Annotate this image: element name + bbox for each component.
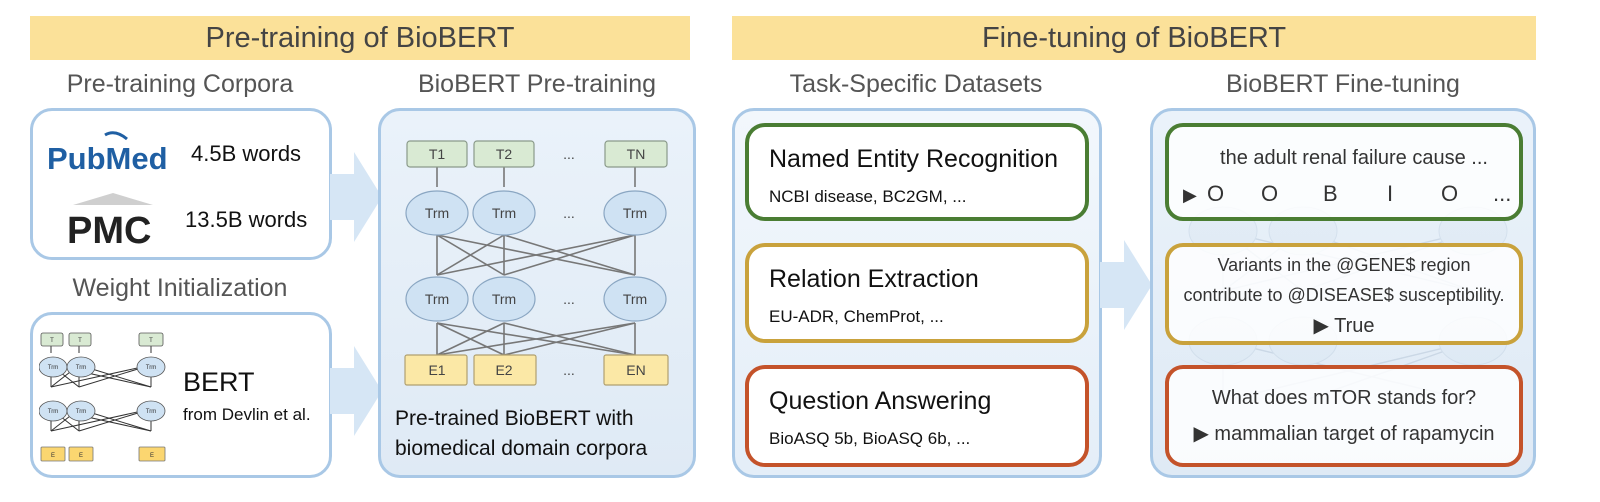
pretrained-caption-line2: biomedical domain corpora: [395, 437, 648, 460]
biobert-network: T1 T2 ... TN Trm Trm ... Trm Trm Trm ...…: [404, 140, 669, 386]
svg-text:Trm: Trm: [146, 409, 156, 415]
bert-source: from Devlin et al.: [183, 405, 311, 424]
svg-text:Trm: Trm: [76, 365, 86, 371]
weights-to-pretraining-arrow: [330, 346, 382, 436]
pretraining-heading: BioBERT Pre-training: [417, 70, 657, 98]
corpora-panel: PubMed 4.5B words PMC 13.5B words: [30, 108, 332, 260]
datasets-panel: Named Entity Recognition NCBI disease, B…: [732, 108, 1102, 478]
play-icon: ▶: [1183, 185, 1197, 205]
task-datasets: BioASQ 5b, BioASQ 6b, ...: [769, 429, 971, 448]
pubmed-words: 4.5B words: [191, 141, 302, 166]
svg-text:T: T: [78, 338, 82, 344]
corpora-heading: Pre-training Corpora: [66, 70, 294, 98]
re-line2: contribute to @DISEASE$ susceptibility.: [1183, 285, 1505, 305]
svg-text:Trm: Trm: [76, 409, 86, 415]
token-t1: T1: [429, 146, 446, 162]
ner-tag: B: [1323, 181, 1338, 206]
trm-node: Trm: [425, 291, 449, 307]
pretraining-banner: Pre-training of BioBERT: [30, 16, 690, 60]
svg-text:E: E: [150, 453, 154, 459]
trm-ellipsis: ...: [563, 205, 575, 221]
qa-answer-row: ▶ mammalian target of rapamycin: [1169, 421, 1519, 446]
datasets-heading: Task-Specific Datasets: [789, 70, 1043, 98]
pubmed-logo: PubMed: [47, 129, 187, 179]
trm-node: Trm: [623, 205, 647, 221]
qa-example: What does mTOR stands for? ▶ mammalian t…: [1165, 365, 1523, 467]
trm-ellipsis: ...: [563, 291, 575, 307]
token-bottom-ellipsis: ...: [563, 362, 575, 378]
task-re: Relation Extraction EU-ADR, ChemProt, ..…: [745, 243, 1089, 343]
task-datasets: EU-ADR, ChemProt, ...: [769, 307, 944, 326]
finetuning-heading: BioBERT Fine-tuning: [1226, 70, 1460, 98]
ner-sentence: the adult renal failure cause ...: [1220, 147, 1488, 169]
ner-example: the adult renal failure cause ... ▶ O O …: [1165, 123, 1523, 221]
re-answer-row: ▶ True: [1169, 313, 1519, 338]
pmc-logo: PMC: [63, 191, 163, 252]
svg-text:Trm: Trm: [48, 409, 58, 415]
bert-title: BERT: [183, 367, 255, 397]
task-datasets: NCBI disease, BC2GM, ...: [769, 187, 967, 206]
svg-text:E: E: [79, 453, 83, 459]
re-line1: Variants in the @GENE$ region: [1217, 255, 1471, 275]
svg-text:PubMed: PubMed: [47, 141, 168, 176]
token-e1: E1: [428, 362, 445, 378]
trm-node: Trm: [492, 205, 516, 221]
token-t2: T2: [496, 146, 513, 162]
finetuning-banner: Fine-tuning of BioBERT: [732, 16, 1536, 60]
trm-node: Trm: [623, 291, 647, 307]
ner-tag: I: [1387, 181, 1394, 206]
datasets-to-finetuning-arrow: [1100, 240, 1152, 330]
weight-init-heading: Weight Initialization: [72, 274, 288, 302]
ner-tag: O: [1441, 181, 1459, 206]
svg-text:Trm: Trm: [146, 365, 156, 371]
ner-tag: O: [1207, 181, 1225, 206]
token-tn: TN: [627, 146, 646, 162]
play-icon: ▶: [1193, 423, 1209, 445]
task-name: Relation Extraction: [769, 265, 979, 293]
ner-tag: O: [1261, 181, 1279, 206]
finetuning-panel: the adult renal failure cause ... ▶ O O …: [1150, 108, 1536, 478]
ner-tag: ...: [1493, 181, 1512, 206]
token-top-ellipsis: ...: [563, 146, 575, 162]
task-ner: Named Entity Recognition NCBI disease, B…: [745, 123, 1089, 221]
svg-text:PMC: PMC: [67, 210, 151, 251]
pmc-words: 13.5B words: [185, 207, 308, 232]
task-name: Named Entity Recognition: [769, 145, 1059, 173]
task-name: Question Answering: [769, 387, 992, 415]
re-answer: True: [1334, 315, 1375, 337]
corpora-to-pretraining-arrow: [330, 152, 382, 242]
trm-node: Trm: [425, 205, 449, 221]
task-qa: Question Answering BioASQ 5b, BioASQ 6b,…: [745, 365, 1089, 467]
pretrained-caption-line1: Pre-trained BioBERT with: [395, 407, 634, 430]
re-example: Variants in the @GENE$ region contribute…: [1165, 243, 1523, 345]
svg-text:Trm: Trm: [48, 365, 58, 371]
svg-text:T: T: [50, 338, 54, 344]
qa-question: What does mTOR stands for?: [1211, 387, 1477, 409]
trm-node: Trm: [492, 291, 516, 307]
qa-answer: mammalian target of rapamycin: [1214, 423, 1495, 445]
play-icon: ▶: [1313, 315, 1329, 337]
svg-text:T: T: [149, 338, 153, 344]
svg-text:E: E: [51, 453, 55, 459]
token-en: EN: [626, 362, 645, 378]
pretraining-panel: T1 T2 ... TN Trm Trm ... Trm Trm Trm ...…: [378, 108, 696, 478]
token-e2: E2: [495, 362, 512, 378]
